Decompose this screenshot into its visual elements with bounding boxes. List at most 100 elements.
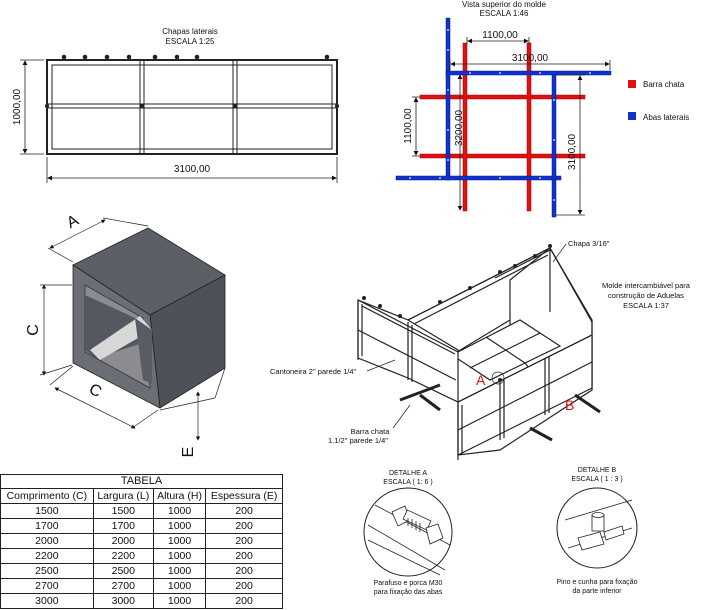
lateral-scale: ESCALA 1:25	[166, 37, 215, 46]
table-cell: 200	[205, 593, 283, 609]
table-header-cell: Altura (H)	[152, 488, 207, 504]
detail-b-drawing	[564, 499, 633, 551]
table-cell: 2700	[92, 578, 154, 594]
legend-swatch-blue	[628, 112, 636, 120]
barra-leader	[392, 404, 411, 429]
top-dim-c: 1100,00	[403, 108, 414, 144]
mold-title-line2: construção de Aduelas	[608, 291, 684, 300]
top-view-title: Vista superior do molde	[462, 0, 546, 9]
table-cell: 2500	[0, 563, 94, 579]
table-cell: 1000	[152, 518, 207, 534]
top-view-red-bars	[419, 42, 586, 212]
table-cell: 2000	[0, 533, 94, 549]
table-cell: 3000	[0, 593, 94, 609]
mold-scale: ESCALA 1:37	[623, 301, 669, 310]
table-cell: 200	[205, 503, 283, 519]
table-cell: 1700	[92, 518, 154, 534]
table-header-cell: Espessura (E)	[205, 488, 283, 504]
detail-a-title: DETALHE A	[389, 470, 427, 477]
box-label-c-left: C	[25, 324, 42, 336]
mold-title-line1: Molde intercambiável para	[602, 281, 691, 290]
table-cell: 1000	[152, 593, 207, 609]
table-cell: 1000	[152, 548, 207, 564]
top-view-dimension-lines	[412, 37, 611, 216]
table-cell: 200	[205, 548, 283, 564]
table-title: TABELA	[0, 474, 283, 488]
table-cell: 200	[205, 518, 283, 534]
top-dim-e: 3100,00	[567, 133, 578, 170]
lateral-bolts	[45, 54, 339, 108]
legend-label-red: Barra chata	[643, 80, 685, 89]
detail-b-caption-line1: Pino e cunha para fixação	[557, 579, 638, 586]
detail-b-scale: ESCALA ( 1 : 3 )	[571, 476, 622, 483]
lateral-plate-frame	[46, 59, 338, 155]
top-view-scale: ESCALA 1:46	[480, 9, 529, 18]
detail-a-drawing	[367, 504, 451, 576]
mold-assembly: Molde intercambiável para construção de …	[270, 239, 691, 460]
table-cell: 200	[205, 563, 283, 579]
table-cell: 2500	[92, 563, 154, 579]
table-cell: 2200	[0, 548, 94, 564]
box-label-c-bottom: C	[86, 381, 104, 401]
legend-swatch-red	[628, 80, 636, 88]
mold-base-bars	[399, 383, 601, 442]
lateral-dim-width: 3100,00	[174, 164, 211, 175]
table-cell: 1000	[152, 533, 207, 549]
lateral-title: Chapas laterais	[162, 27, 218, 36]
table-header-row: Comprimento (C) Largura (L) Altura (H) E…	[0, 488, 283, 504]
mold-chapa-label: Chapa 3/16"	[568, 239, 610, 248]
top-dim-d: 3200,00	[454, 109, 465, 146]
mold-cantoneira-label: Cantoneira 2" parede 1/4"	[270, 367, 357, 376]
box-dimension-lines	[39, 217, 226, 441]
table-cell: 1000	[152, 503, 207, 519]
isometric-box: A C C E	[25, 212, 226, 458]
detail-b-caption-line2: da parte inferior	[572, 588, 622, 595]
detail-a-caption-line2: para fixação das abas	[374, 589, 443, 596]
detail-b-title: DETALHE B	[578, 467, 617, 474]
mold-marker-a: A	[476, 372, 486, 388]
box-label-a: A	[64, 212, 82, 232]
top-dim-a: 1100,00	[482, 30, 518, 41]
dimensions-table: TABELA Comprimento (C) Largura (L) Altur…	[0, 474, 283, 609]
mold-barra-line2: 1.1/2" parede 1/4"	[328, 436, 388, 445]
table-cell: 1000	[152, 578, 207, 594]
box-label-e: E	[180, 447, 197, 458]
lateral-dim-height: 1000,00	[12, 88, 23, 125]
table-cell: 200	[205, 533, 283, 549]
mold-barra-line1: Barra chata	[351, 427, 391, 436]
detail-a: DETALHE A ESCALA ( 1: 6 ) Parafuso e por…	[363, 470, 453, 596]
detail-a-callout-circle	[491, 371, 505, 385]
table-cell: 1700	[0, 518, 94, 534]
top-view-dots	[409, 29, 591, 201]
lateral-plates-view: Chapas laterais ESCALA 1:25	[12, 27, 339, 183]
detail-a-circle	[363, 487, 453, 577]
legend-label-blue: Abas laterais	[643, 113, 689, 122]
table-header-cell: Comprimento (C)	[0, 488, 94, 504]
table-cell: 3000	[92, 593, 154, 609]
detail-b: DETALHE B ESCALA ( 1 : 3 ) Pino e cunha …	[556, 467, 638, 595]
mold-marker-b: B	[565, 397, 574, 413]
top-view: Vista superior do molde ESCALA 1:46	[395, 0, 612, 218]
table-cell: 2200	[92, 548, 154, 564]
color-legend: Barra chata Abas laterais	[628, 80, 689, 122]
table-cell: 1500	[92, 503, 154, 519]
top-view-blue-flanges	[395, 17, 612, 218]
top-dim-b: 3100,00	[512, 53, 549, 64]
table-cell: 2000	[92, 533, 154, 549]
table-cell: 200	[205, 578, 283, 594]
cantoneira-leader	[366, 359, 396, 372]
table-cell: 1500	[0, 503, 94, 519]
lateral-dimension-lines	[20, 59, 338, 183]
chapa-leader	[552, 243, 567, 263]
detail-a-caption-line1: Parafuso e porca M30	[374, 580, 443, 587]
table-cell: 2700	[0, 578, 94, 594]
table-cell: 1000	[152, 563, 207, 579]
